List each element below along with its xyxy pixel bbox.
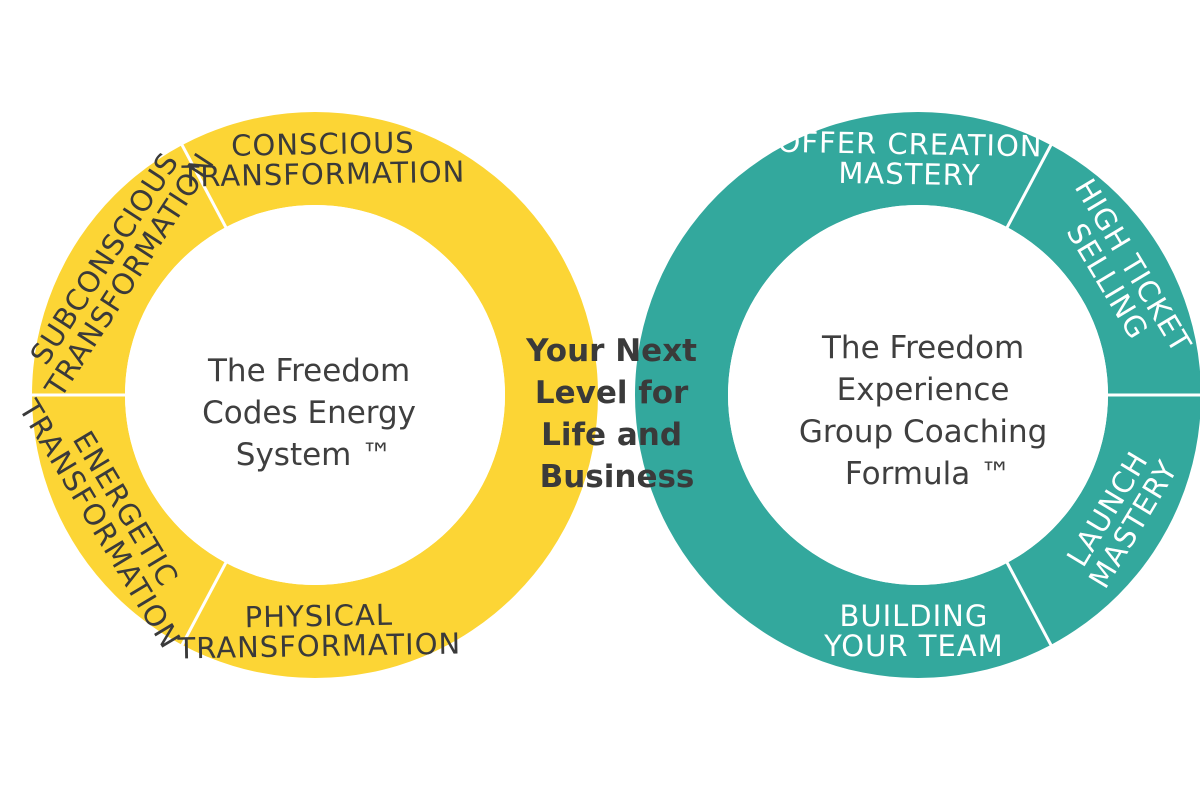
center-line: Level for xyxy=(535,375,689,411)
segment-label-line: BUILDING xyxy=(839,599,988,633)
left-title-line: The Freedom xyxy=(207,353,410,389)
right-inner-disc xyxy=(728,205,1108,585)
right-title-line: Group Coaching xyxy=(799,414,1047,450)
segment-label-line: YOUR TEAM xyxy=(823,629,1003,663)
right-circle-title: The Freedom Experience Group Coaching Fo… xyxy=(799,330,1057,492)
left-title-line: System ™ xyxy=(236,437,392,473)
segment-label-line: OFFER CREATION xyxy=(777,125,1043,164)
segment-label-line: MASTERY xyxy=(838,156,981,192)
segment-label-line: CONSCIOUS xyxy=(231,126,415,163)
segment-divider xyxy=(1004,560,1054,648)
center-line: Your Next xyxy=(525,333,697,369)
segment-divider xyxy=(179,142,229,230)
segment-label-line: PHYSICAL xyxy=(244,598,393,635)
segment-divider xyxy=(179,560,229,648)
segment-divider xyxy=(1004,142,1054,230)
segment-label-line: TRANSFORMATION xyxy=(180,155,465,194)
segment-dividers xyxy=(30,142,1200,648)
segment-label-line: TRANSFORMATION xyxy=(176,627,461,666)
right-title-line: Experience xyxy=(837,372,1010,408)
left-title-line: Codes Energy xyxy=(202,395,416,431)
center-line: Business xyxy=(540,459,695,495)
segment-label-conscious: CONSCIOUSTRANSFORMATION xyxy=(180,125,466,194)
left-ring xyxy=(32,112,598,678)
right-title-line: Formula ™ xyxy=(845,456,1011,492)
segment-label-physical: PHYSICALTRANSFORMATION xyxy=(176,597,462,666)
segment-label-offer-creation: OFFER CREATIONMASTERY xyxy=(777,125,1043,194)
right-title-line: The Freedom xyxy=(821,330,1024,366)
left-inner-disc xyxy=(125,205,505,585)
center-line: Life and xyxy=(541,417,682,453)
right-ring xyxy=(635,112,1200,678)
center-label: Your Next Level for Life and Business xyxy=(525,333,708,495)
left-circle-title: The Freedom Codes Energy System ™ xyxy=(202,353,426,473)
